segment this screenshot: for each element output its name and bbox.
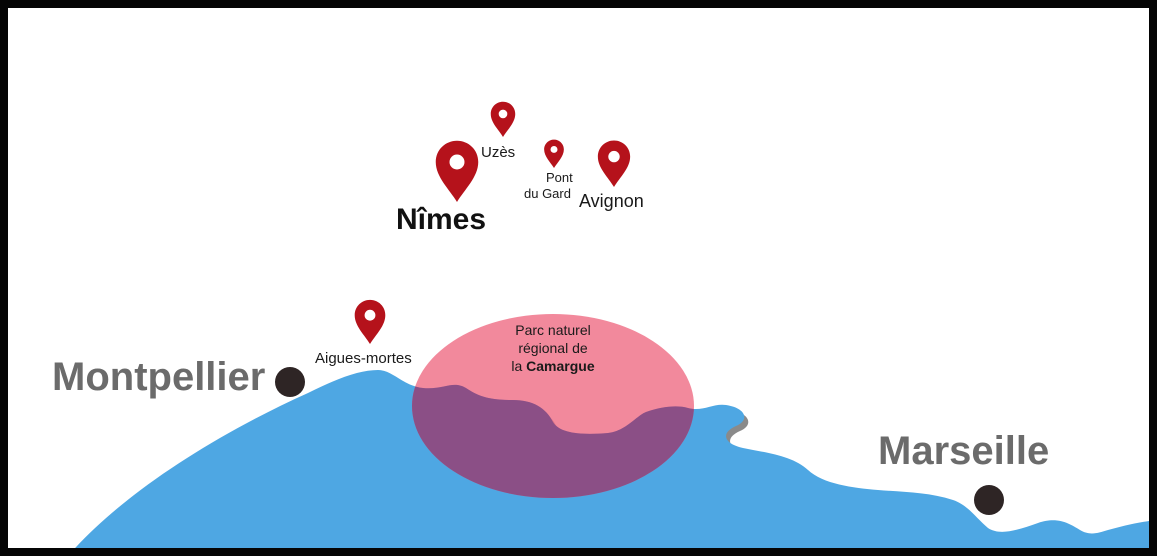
- place-label-montpellier: Montpellier: [52, 355, 266, 399]
- city-dot-icon[interactable]: [974, 485, 1004, 515]
- place-label-uzes: Uzès: [481, 144, 516, 161]
- place-label-nimes: Nîmes: [396, 203, 487, 236]
- park-label-line3-prefix: la: [511, 358, 527, 374]
- map-canvas: [75, 101, 1149, 548]
- city-dot-icon[interactable]: [275, 367, 305, 397]
- map-pin-icon[interactable]: [435, 140, 479, 202]
- park-label-name: Camargue: [526, 358, 595, 374]
- park-label-line2: régional de: [518, 340, 588, 356]
- place-label-marseille: Marseille: [878, 429, 1050, 473]
- park-label-line3: la Camargue: [488, 357, 618, 375]
- place-label-du-gard: du Gard: [524, 186, 571, 201]
- map-pin-icon[interactable]: [544, 139, 564, 168]
- park-sea-overlap: [412, 370, 694, 498]
- map-pin-icon[interactable]: [597, 140, 631, 187]
- place-label-avignon: Avignon: [579, 191, 644, 211]
- place-label-pont: Pont: [546, 170, 573, 185]
- park-label: Parc naturel régional de la Camargue: [488, 321, 618, 375]
- place-label-aigues-mortes: Aigues-mortes: [315, 350, 412, 367]
- map-pin-icon[interactable]: [354, 299, 386, 344]
- park-label-line1: Parc naturel: [515, 322, 591, 338]
- map-pin-icon[interactable]: [490, 101, 516, 137]
